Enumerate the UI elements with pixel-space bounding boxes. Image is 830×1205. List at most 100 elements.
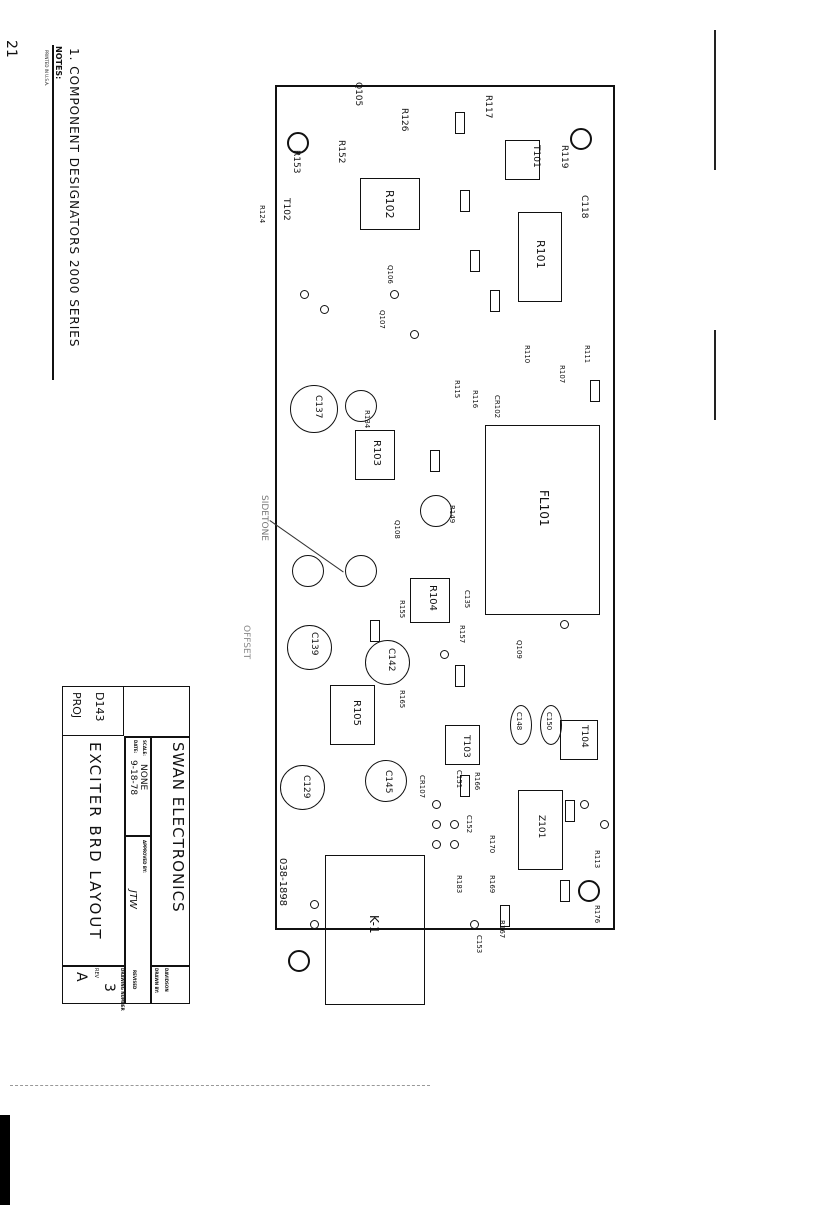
component-label: Q106 (386, 265, 394, 284)
component-label: R111 (583, 345, 591, 364)
scan-edge (0, 1115, 10, 1205)
trimmer-pot (345, 390, 377, 422)
component-label: R126 (399, 108, 409, 132)
resistor (470, 250, 480, 272)
solder-pad-icon (300, 290, 309, 299)
component-label: C151 (455, 770, 463, 789)
component-label: R104 (427, 585, 438, 612)
revised-label: REVISED (132, 970, 137, 990)
resistor (460, 190, 470, 212)
trimmer-pot (292, 555, 324, 587)
approved-label: APPROVED BY: (142, 840, 147, 873)
component-label: C118 (579, 195, 589, 219)
capacitor (280, 765, 325, 810)
component-label: R165 (398, 690, 406, 709)
resistor (560, 880, 570, 902)
trimmer-pot (420, 495, 452, 527)
trimmer-pot (345, 555, 377, 587)
component-label: C150 (545, 712, 553, 731)
date-label: DATE: (133, 740, 138, 754)
component-label: R110 (523, 345, 531, 364)
resistor (430, 450, 440, 472)
component-label: R107 (558, 365, 566, 384)
component-label: R116 (471, 390, 479, 409)
notes-border (52, 45, 54, 380)
component-block (518, 212, 562, 302)
capacitor (365, 640, 410, 685)
component-label: T104 (579, 725, 589, 748)
resistor (500, 905, 510, 927)
proj-label: PROJ (70, 692, 83, 719)
component-label: CR107 (418, 775, 426, 799)
drawing-title: EXCITER BRD LAYOUT (86, 742, 104, 941)
relay-k1 (325, 855, 425, 1005)
component-label: R170 (488, 835, 496, 854)
component-label: Z101 (536, 815, 546, 839)
component-label: T102 (281, 198, 291, 221)
solder-pad-icon (580, 800, 589, 809)
component-label: R117 (483, 95, 493, 119)
component-label: C139 (309, 632, 319, 656)
component-block (518, 790, 563, 870)
solder-pad-icon (560, 620, 569, 629)
sidetone-annotation: SIDETONE (259, 495, 269, 541)
mounting-hole-icon (288, 950, 310, 972)
solder-pad-icon (440, 650, 449, 659)
title-block (62, 686, 190, 1004)
page-mark: 21 (3, 40, 19, 58)
board-number: 038-1898 (277, 858, 288, 907)
capacitor (540, 705, 562, 745)
solder-pad-icon (410, 330, 419, 339)
transformer-t103 (445, 725, 480, 765)
solder-pad-icon (310, 920, 319, 929)
capacitor (365, 760, 407, 802)
scan-line (714, 330, 716, 420)
component-label: C129 (301, 775, 311, 799)
component-block (360, 178, 420, 230)
component-label: FL101 (537, 490, 551, 527)
component-label: C153 (475, 935, 483, 954)
solder-pad-icon (390, 290, 399, 299)
component-label: C148 (515, 712, 523, 731)
resistor (490, 290, 500, 312)
component-block (410, 578, 450, 623)
component-label: T103 (461, 735, 471, 758)
component-label: R157 (458, 625, 466, 644)
component-label: R149 (448, 505, 456, 524)
component-label: R153 (291, 150, 301, 174)
component-label: R152 (336, 140, 346, 164)
component-label: CR102 (493, 395, 501, 419)
component-label: R183 (455, 875, 463, 894)
revision: A (73, 972, 89, 982)
mounting-hole-icon (287, 132, 309, 154)
drawing-number-label: DRAWING NUMBER (120, 968, 125, 1011)
solder-pad-icon (450, 820, 459, 829)
component-label: Q105 (353, 82, 363, 107)
scan-line (10, 1085, 430, 1087)
solder-pad-icon (432, 820, 441, 829)
drawn-by: DAVIDSON (164, 968, 169, 992)
component-label: K-1 (367, 915, 381, 934)
transformer-t101 (505, 140, 540, 180)
note-1: 1. COMPONENT DESIGNATORS 2000 SERIES (67, 48, 81, 348)
component-label: C142 (386, 648, 396, 672)
component-label: Q108 (393, 520, 401, 539)
capacitor (287, 625, 332, 670)
notes-heading: NOTES: (54, 46, 63, 80)
component-block (355, 430, 395, 480)
offset-annotation: OFFSET (241, 625, 251, 660)
capacitor (510, 705, 532, 745)
component-label: R115 (453, 380, 461, 399)
company-name: SWAN ELECTRONICS (169, 742, 187, 913)
component-label: R124 (258, 205, 266, 224)
rev-label: REV (93, 968, 99, 979)
component-label: R101 (534, 240, 547, 269)
component-label: Q109 (515, 640, 523, 659)
print-line: PRINTED IN U.S.A. (44, 50, 49, 87)
component-label: R103 (371, 440, 382, 467)
solder-pad-icon (600, 820, 609, 829)
component-label: T101 (531, 145, 541, 168)
resistor (590, 380, 600, 402)
scale-label: SCALE: (142, 740, 147, 756)
component-label: R166 (473, 772, 481, 791)
